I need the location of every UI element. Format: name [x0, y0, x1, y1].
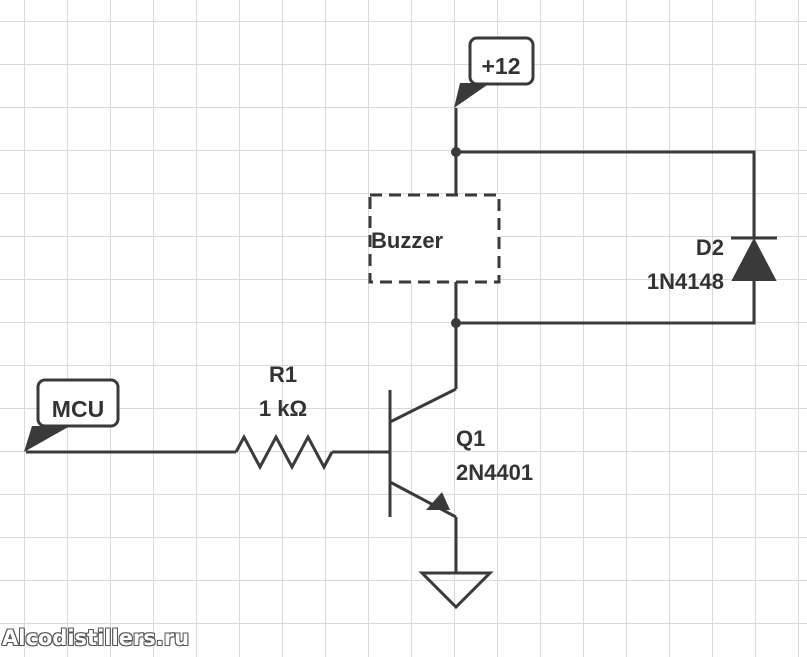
- r1-name-label: R1: [269, 362, 297, 387]
- input-label-box: [36, 378, 120, 428]
- watermark-text: Alcodistillers.ru: [2, 626, 190, 650]
- wire-top-rail: [456, 150, 756, 238]
- q1-part-label: 2N4401: [456, 460, 533, 485]
- junction-dot-bottom: [451, 318, 461, 328]
- buzzer-box: [368, 193, 501, 284]
- supply-label-pointer: [454, 83, 490, 108]
- buzzer-label: Buzzer: [371, 228, 444, 253]
- transistor-emitter: [389, 480, 457, 519]
- supply-label: +12: [481, 53, 520, 79]
- d2-name-label: D2: [696, 235, 724, 260]
- wire-bottom-rail: [456, 280, 756, 325]
- input-label: MCU: [52, 396, 104, 422]
- ground-symbol: [418, 571, 494, 610]
- transistor-collector: [389, 387, 457, 424]
- r1-value-label: 1 kΩ: [259, 396, 307, 421]
- emitter-arrow: [426, 492, 450, 510]
- resistor-r1: [234, 433, 334, 471]
- supply-label-box: [468, 36, 535, 86]
- input-label-pointer: [24, 426, 70, 452]
- d2-part-label: 1N4148: [647, 269, 724, 294]
- junction-dot-top: [451, 147, 461, 157]
- diode-body: [731, 237, 777, 281]
- q1-name-label: Q1: [456, 426, 485, 451]
